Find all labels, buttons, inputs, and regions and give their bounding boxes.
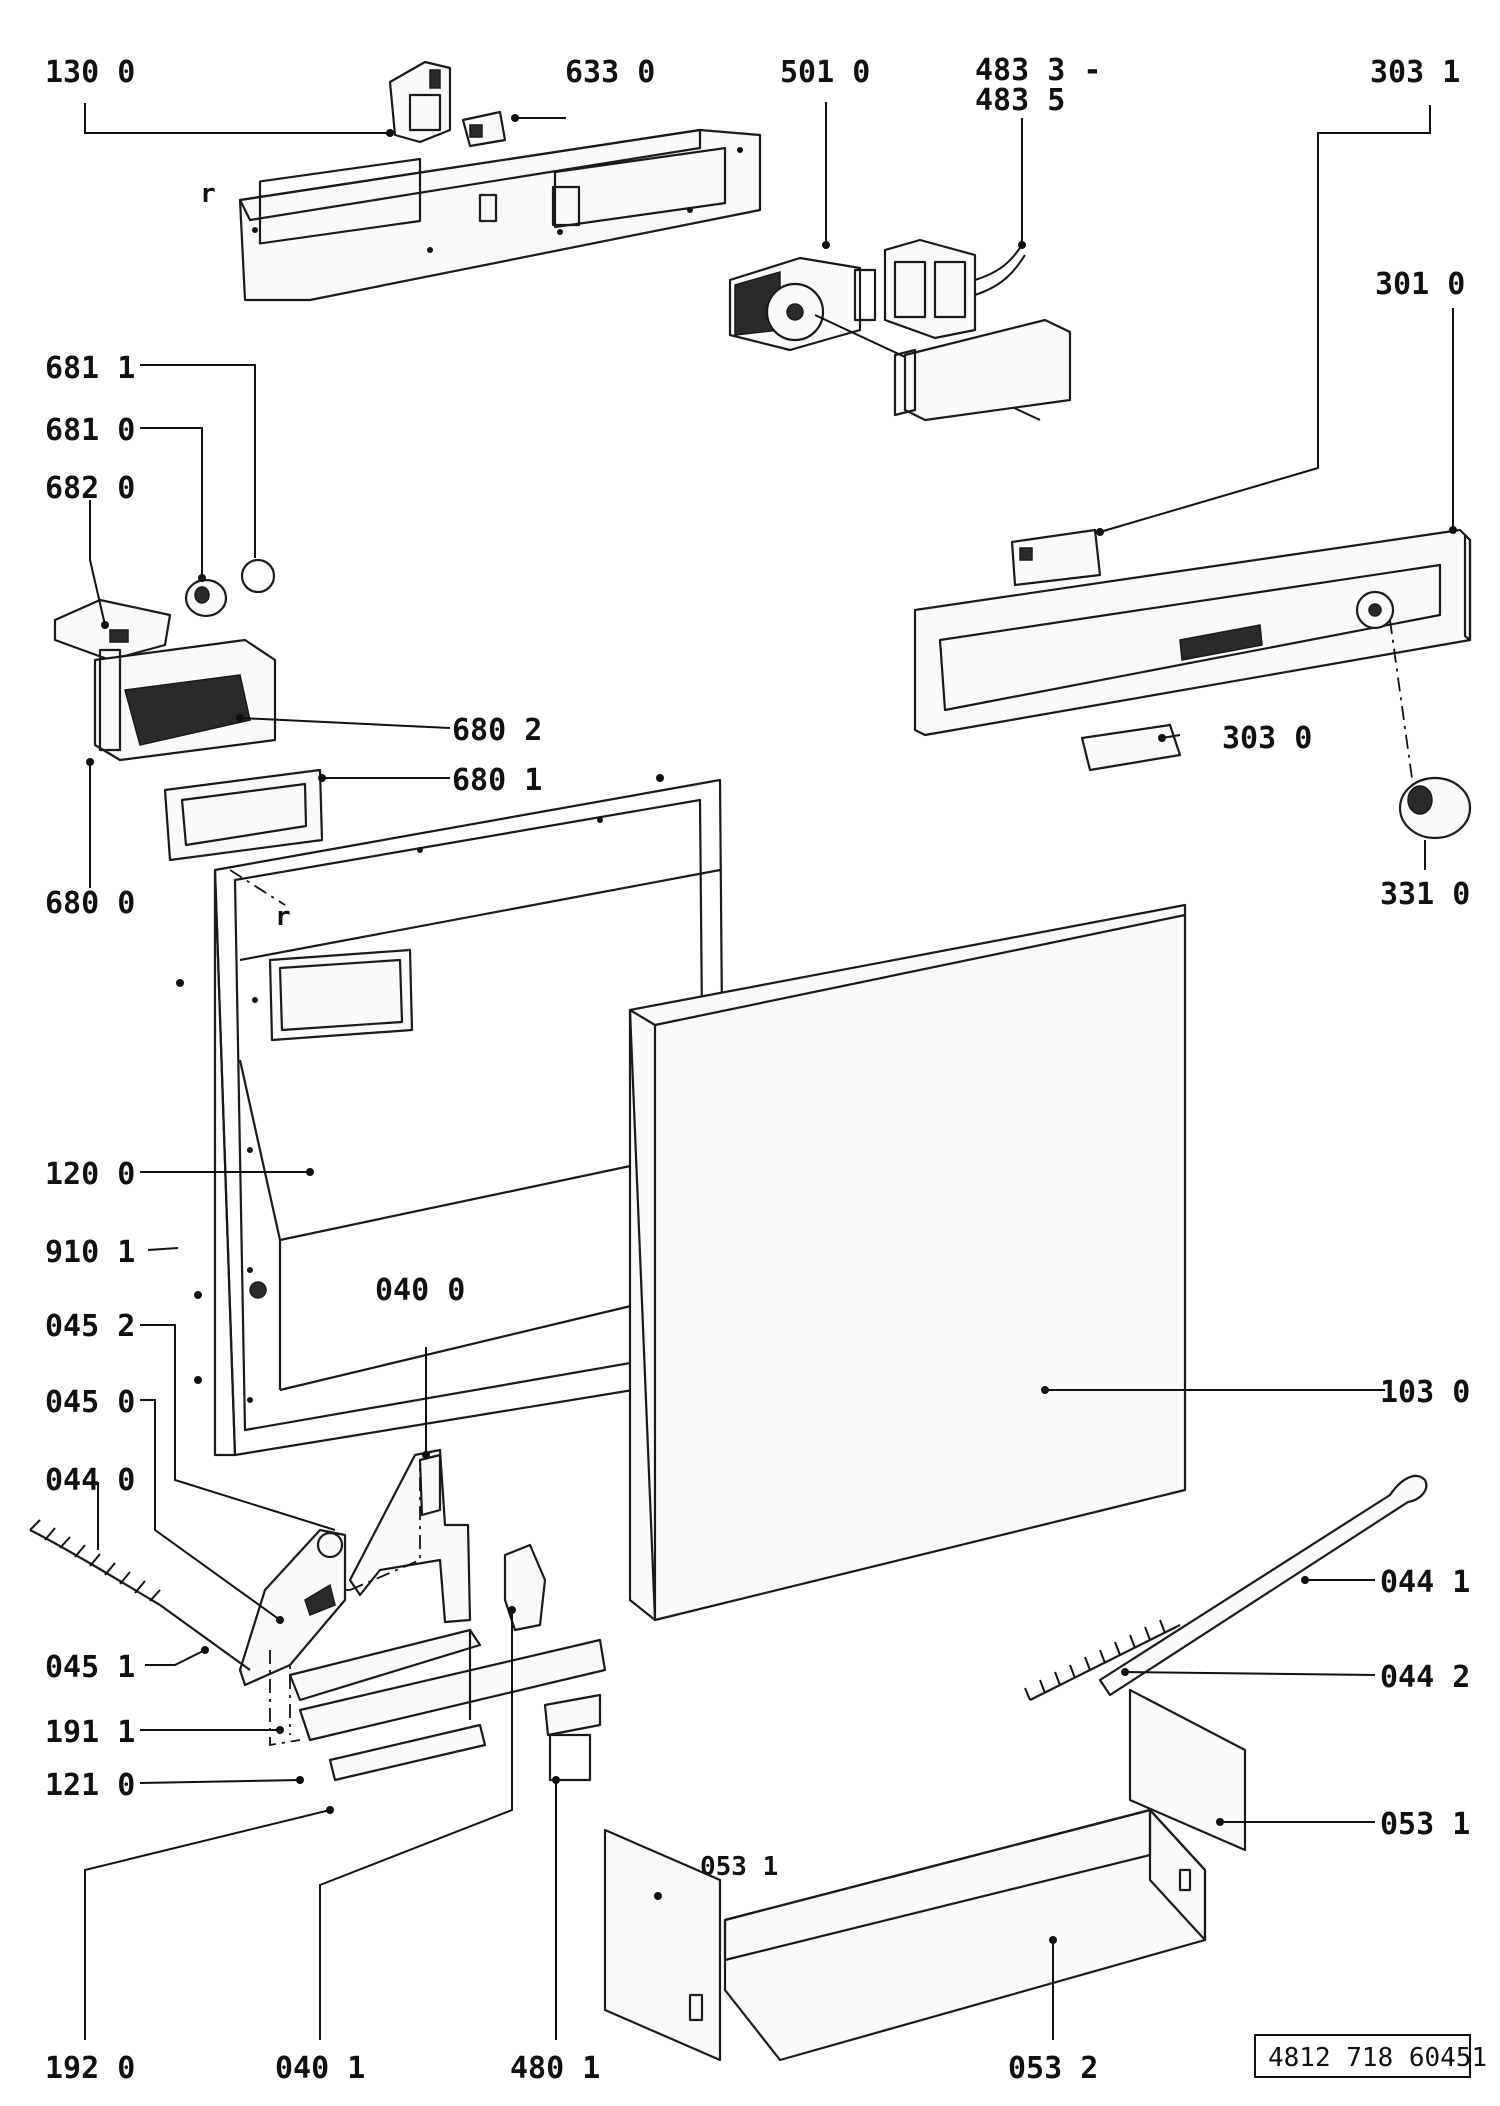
control-panel-frame bbox=[238, 128, 762, 302]
dispenser-gasket bbox=[163, 768, 324, 862]
label-044-2: 044 2 bbox=[1380, 1660, 1470, 1695]
label-040-0: 040 0 bbox=[375, 1273, 465, 1308]
label-044-1: 044 1 bbox=[1380, 1565, 1470, 1600]
label-480-1: 480 1 bbox=[510, 2051, 600, 2086]
reference-number: 4812 718 60451 bbox=[1268, 2043, 1487, 2073]
plinth-panel bbox=[723, 1808, 1207, 2062]
label-044-0: 044 0 bbox=[45, 1463, 135, 1498]
label-681-0: 681 0 bbox=[45, 413, 135, 448]
label-045-0: 045 0 bbox=[45, 1385, 135, 1420]
label-103-0: 103 0 bbox=[1380, 1375, 1470, 1410]
label-053-1-right: 053 1 bbox=[1380, 1807, 1470, 1842]
label-130-0: 130 0 bbox=[45, 55, 135, 90]
label-682-0: 682 0 bbox=[45, 471, 135, 506]
label-191-1: 191 1 bbox=[45, 1715, 135, 1750]
reference-number-box: 4812 718 60451 bbox=[1254, 2034, 1487, 2078]
rinse-aid-cap bbox=[184, 578, 228, 618]
label-680-1: 680 1 bbox=[452, 763, 542, 798]
label-910-1: 910 1 bbox=[45, 1235, 135, 1270]
label-r-top: r bbox=[200, 179, 216, 209]
plinth-side-right bbox=[1128, 1688, 1247, 1852]
label-681-1: 681 1 bbox=[45, 351, 135, 386]
knob-part bbox=[1389, 619, 1472, 840]
programmer-bracket bbox=[893, 318, 1072, 422]
label-303-0: 303 0 bbox=[1222, 721, 1312, 756]
label-680-0: 680 0 bbox=[45, 886, 135, 921]
label-301-0: 301 0 bbox=[1375, 267, 1465, 302]
label-501-0: 501 0 bbox=[780, 55, 870, 90]
hinge-spring-left bbox=[29, 1519, 251, 1671]
label-040-1: 040 1 bbox=[275, 2051, 365, 2086]
control-panel-fascia bbox=[913, 528, 1472, 737]
label-483-3: 483 3 - bbox=[975, 53, 1101, 88]
label-633-0: 633 0 bbox=[565, 55, 655, 90]
label-r-liner: r bbox=[275, 902, 291, 932]
label-045-1: 045 1 bbox=[45, 1650, 135, 1685]
hinge-base-plate bbox=[269, 1628, 607, 1782]
label-331-0: 331 0 bbox=[1380, 877, 1470, 912]
switch-clip-part bbox=[461, 110, 507, 148]
connector-block bbox=[883, 238, 1026, 340]
label-053-2: 053 2 bbox=[1008, 2051, 1098, 2086]
label-483-5: 483 5 bbox=[975, 83, 1065, 118]
label-120-0: 120 0 bbox=[45, 1157, 135, 1192]
seal-ring bbox=[240, 558, 276, 594]
dispenser-unit bbox=[53, 598, 277, 762]
label-053-1-center: 053 1 bbox=[700, 1852, 778, 1882]
hinge-rod-right bbox=[1098, 1474, 1428, 1697]
hinge-spring-right bbox=[1024, 1619, 1181, 1701]
hinge-arm-left bbox=[238, 1528, 347, 1687]
leader-lines bbox=[84, 102, 1457, 2040]
label-680-2: 680 2 bbox=[452, 713, 542, 748]
handle-clip-upper bbox=[1010, 528, 1102, 587]
outer-door-panel bbox=[628, 903, 1187, 1622]
label-121-0: 121 0 bbox=[45, 1768, 135, 1803]
label-303-1: 303 1 bbox=[1370, 55, 1460, 90]
label-192-0: 192 0 bbox=[45, 2051, 135, 2086]
handle-clip-lower bbox=[1080, 723, 1182, 772]
bracket-part bbox=[388, 60, 452, 144]
plinth-side-left bbox=[603, 1828, 722, 2062]
part-labels: 130 0 633 0 501 0 483 3 - 483 5 303 1 30… bbox=[45, 53, 1470, 2086]
label-045-2: 045 2 bbox=[45, 1309, 135, 1344]
